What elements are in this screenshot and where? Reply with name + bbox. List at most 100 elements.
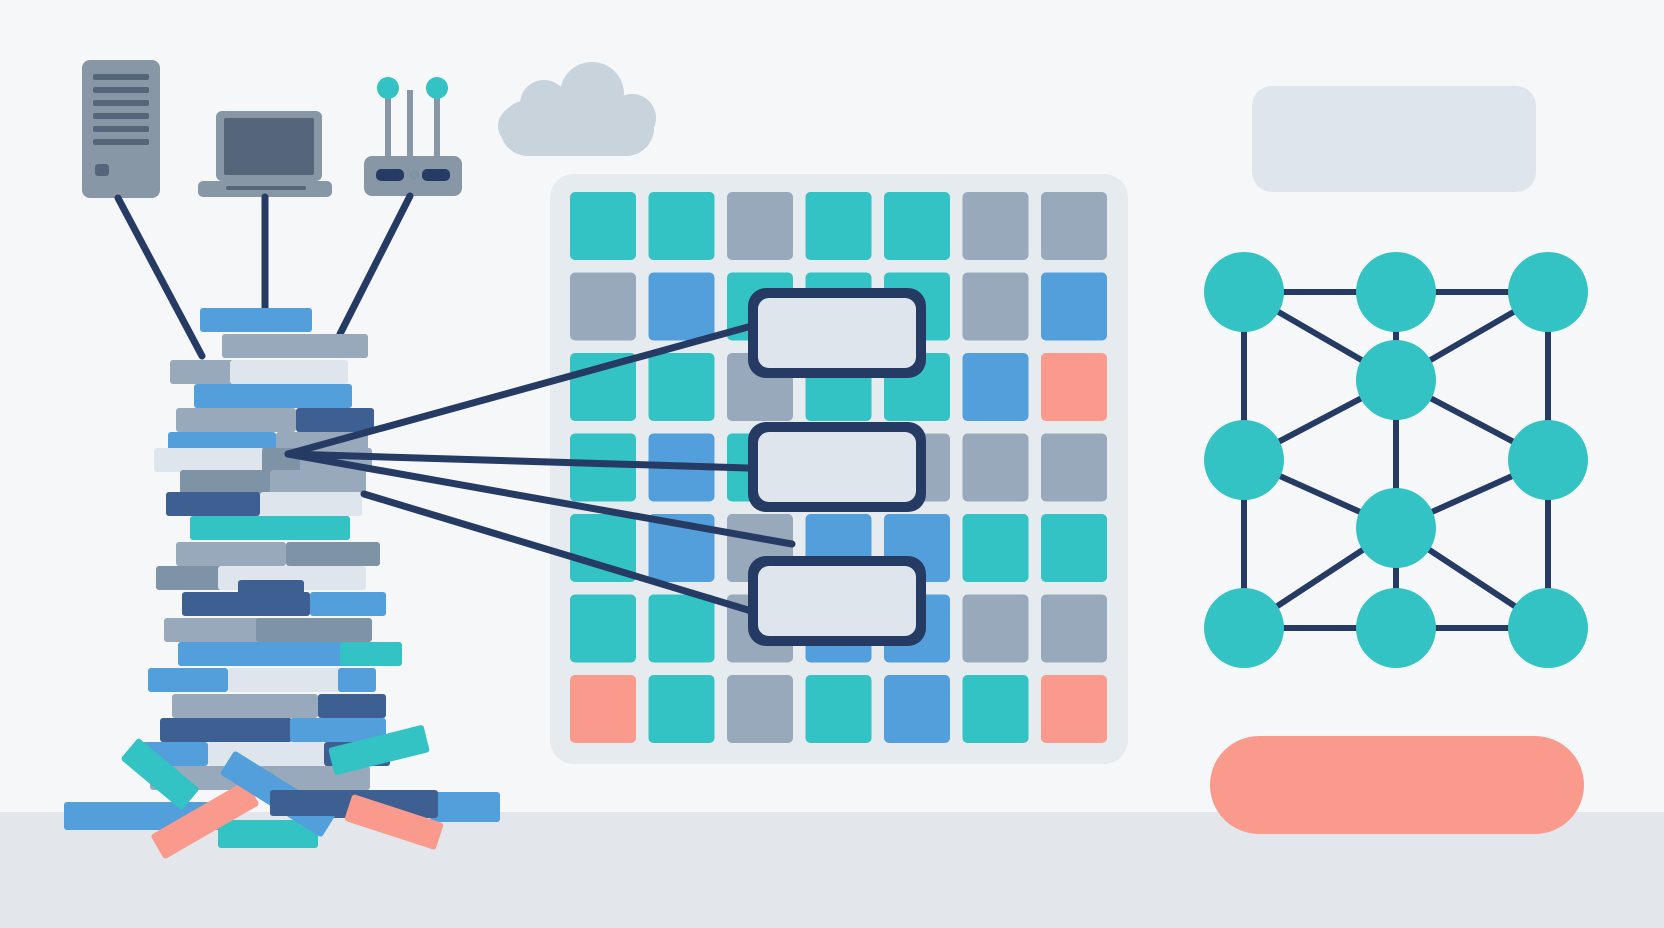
stack-block [180,470,290,494]
cable [336,192,414,338]
connector-lines [284,323,796,614]
stack-block [270,470,366,494]
router-antenna-tip [426,77,448,99]
stack-block [190,516,350,540]
network-node [1204,420,1284,500]
device-cables [114,192,414,360]
action-pill-button[interactable] [1210,736,1584,834]
stack-block [340,642,402,666]
scattered-block [218,820,318,848]
connector-line [284,323,752,458]
laptop-screen [224,118,314,175]
router-antenna [407,90,413,160]
connector-line [284,450,796,548]
data-stack [136,308,402,790]
stack-block [176,408,296,432]
grid-cell [648,514,715,582]
grid-cell [962,192,1029,260]
scattered-block [121,738,199,810]
server-vent [93,113,149,119]
stack-block [228,668,344,692]
stack-block [286,542,380,566]
grid-cell [1041,514,1107,582]
server-vent [93,100,149,106]
cable [114,194,206,360]
grid-cell [1041,594,1107,663]
server-icon [82,60,160,198]
card [758,566,916,636]
network-node [1356,588,1436,668]
server-vent [93,87,149,93]
grid-cell [962,675,1029,743]
stack-block [310,592,386,616]
cloud-puff [608,94,656,142]
scattered-block [430,792,500,822]
network-node [1204,588,1284,668]
grid-cell [1041,353,1107,421]
grid-cell [648,272,715,341]
grid-cell [884,192,950,260]
stack-block [296,408,374,432]
grid-cell [1041,192,1107,260]
top-right-placeholder-bar [1252,86,1536,192]
stack-block [164,618,260,642]
stack-block [182,592,310,616]
network-node [1356,488,1436,568]
grid-cell [648,594,715,663]
scattered-blocks [64,725,500,859]
grid-cell [570,675,636,743]
network-node [1508,252,1588,332]
network-graph [1204,252,1588,668]
router-antenna [385,90,391,160]
network-node [1204,252,1284,332]
cloud-icon [498,62,656,156]
cloud-puff [560,62,624,126]
grid-cell [1041,272,1107,341]
stack-block [222,334,368,358]
grid-cell [962,272,1029,341]
grid-cell [962,594,1029,663]
grid-cell [962,433,1029,502]
stack-block [156,566,222,590]
laptop-trackpad [226,186,306,190]
scattered-block [344,794,444,850]
grid-cell [727,675,793,743]
grid-cell [570,594,636,663]
stack-block [260,492,362,516]
stack-block [208,742,324,766]
stack-block [160,718,292,742]
laptop-icon [198,111,332,197]
grid-cell [570,514,636,582]
scattered-block [270,790,340,816]
scattered-block [328,725,430,775]
grid-cell [884,675,950,743]
stack-block [338,668,376,692]
connector-line [284,450,752,472]
stack-block [230,360,348,384]
grid-cell [648,675,715,743]
grid-cell [962,353,1029,421]
stack-block [290,718,386,742]
stack-block [172,694,318,718]
grid-cell [648,192,715,260]
server-vent [93,126,149,132]
server-button [95,164,109,176]
network-node [1508,588,1588,668]
card-stack [748,288,926,646]
stack-block [194,384,352,408]
connector-line [360,490,752,614]
router-antenna-tip [377,77,399,99]
stack-block [166,492,260,516]
grid-cell [805,675,872,743]
grid-cell [805,192,872,260]
stack-block [256,618,372,642]
scattered-block [151,781,259,859]
stack-block [176,542,286,566]
grid-cell [1041,675,1107,743]
router-port [422,169,450,181]
server-vent [93,74,149,80]
stack-block [200,308,312,332]
server-vent [93,139,149,145]
stack-block [154,448,264,472]
